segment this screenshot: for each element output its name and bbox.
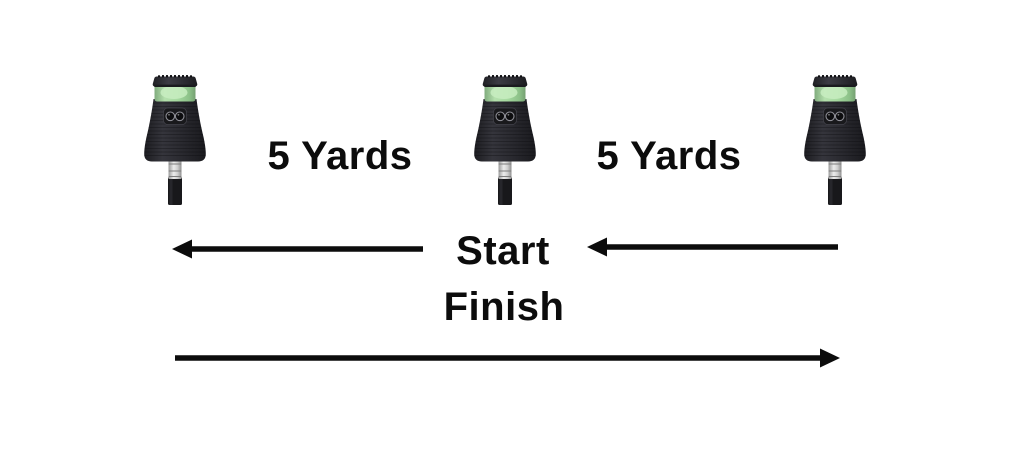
timing-sensor-middle: [473, 75, 537, 206]
finish-label: Finish: [443, 285, 565, 329]
start-segment-left-arrow: [172, 239, 423, 259]
timing-sensor-icon: [803, 75, 867, 206]
timing-sensor-icon: [473, 75, 537, 206]
distance-label-2: 5 Yards: [596, 134, 742, 178]
timing-sensor-right: [803, 75, 867, 206]
finish-run-arrow: [175, 348, 840, 368]
start-segment-right-arrow: [587, 237, 838, 257]
timing-sensor-left: [143, 75, 207, 206]
distance-label-1: 5 Yards: [267, 134, 413, 178]
timing-sensor-icon: [143, 75, 207, 206]
start-label: Start: [456, 229, 550, 273]
